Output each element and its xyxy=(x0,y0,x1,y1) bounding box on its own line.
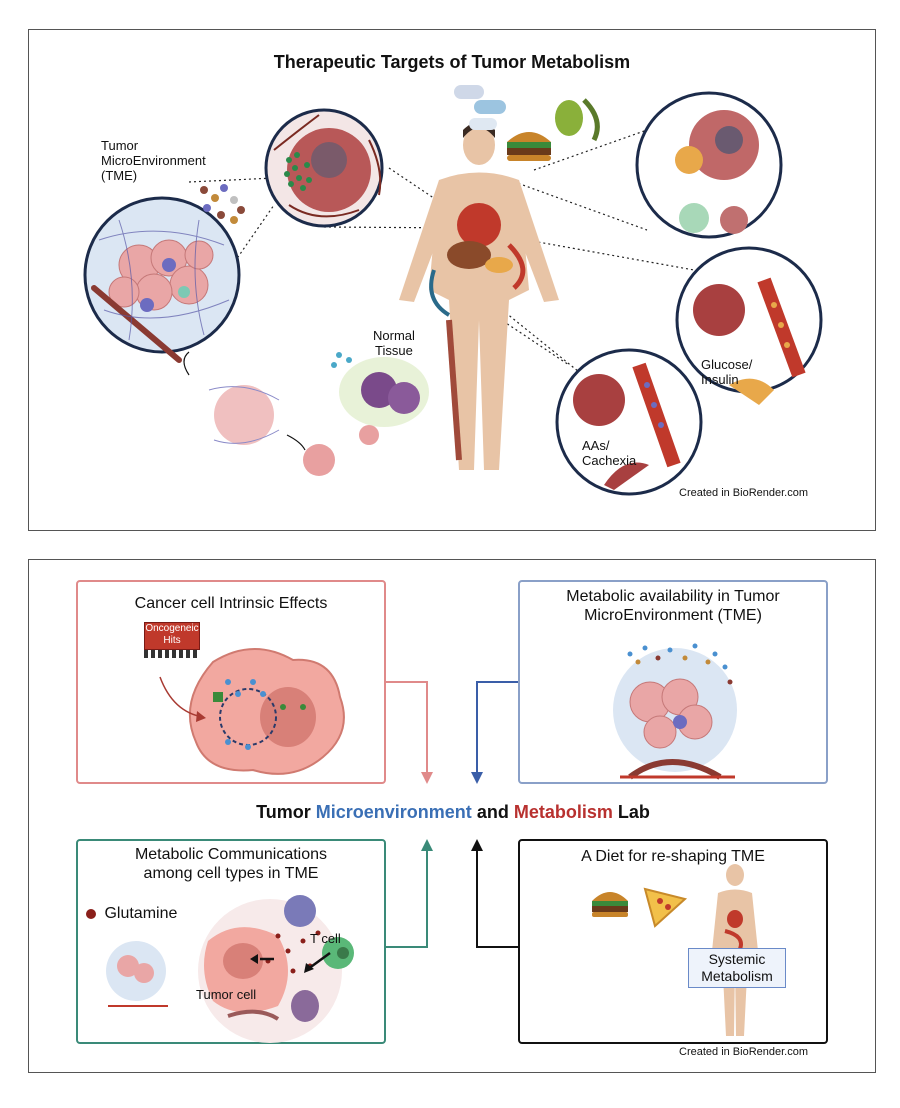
diet-illustration xyxy=(592,864,758,1036)
box-intrinsic-title: Cancer cell Intrinsic Effects xyxy=(134,595,328,612)
tcell-label: T cell xyxy=(310,931,341,946)
top-credit: Created in BioRender.com xyxy=(679,487,809,499)
top-panel-title: Therapeutic Targets of Tumor Metabolism xyxy=(273,52,631,72)
pills-icon xyxy=(454,85,506,130)
top-panel: Therapeutic Targets of Tumor Metabolism xyxy=(28,29,876,531)
oncogenic-hits-badge: Oncogeneic Hits xyxy=(144,622,200,650)
olive-icon xyxy=(555,98,600,142)
bottom-credit: Created in BioRender.com xyxy=(679,1046,809,1058)
top-illustration xyxy=(83,85,823,496)
human-figure xyxy=(399,122,559,470)
tumor-circle xyxy=(264,108,384,228)
bottom-panel: Cancer cell Intrinsic Effects Oncogeneic… xyxy=(28,559,876,1073)
glucose-label: Glucose/ Insulin xyxy=(701,357,753,387)
right-circle-2 xyxy=(675,246,823,405)
glutamine-dot xyxy=(86,908,96,919)
box-metabolic-communications: Metabolic Communications among cell type… xyxy=(76,839,386,1044)
box-diet-title: A Diet for re-shaping TME xyxy=(581,848,765,865)
bottom-connectors xyxy=(386,681,518,948)
normal-tissue xyxy=(331,352,429,427)
tme-label: Tumor MicroEnvironment (TME) xyxy=(101,138,206,183)
lab-title: Tumor Microenvironment and Metabolism La… xyxy=(256,802,650,822)
box-comm-title: Metabolic Communications among cell type… xyxy=(134,846,328,882)
box-tme-title: Metabolic availability in Tumor MicroEnv… xyxy=(566,588,780,624)
dna-bar xyxy=(144,650,198,658)
box-intrinsic-effects: Cancer cell Intrinsic Effects Oncogeneic… xyxy=(76,580,386,784)
aas-label: AAs/ Cachexia xyxy=(582,438,637,468)
systemic-metabolism-badge: Systemic Metabolism xyxy=(688,948,786,988)
box-metabolic-availability: Metabolic availability in Tumor MicroEnv… xyxy=(518,580,828,784)
cancer-cell-illustration xyxy=(159,648,345,775)
tme-circle xyxy=(83,196,241,363)
tme-illustration xyxy=(613,643,737,780)
glutamine-legend: Glutamine xyxy=(86,905,177,923)
communications-illustration xyxy=(106,895,354,1043)
right-circle-1 xyxy=(635,91,783,239)
normal-tissue-label: Normal Tissue xyxy=(373,328,415,358)
right-circle-3 xyxy=(555,348,703,496)
metastasis-cells xyxy=(183,351,379,476)
pizza-icon xyxy=(643,887,688,928)
box-diet: A Diet for re-shaping TME Systemic Metab… xyxy=(518,839,828,1044)
burger-icon xyxy=(507,132,551,161)
tme-nutrients xyxy=(200,184,245,224)
tumor-cell-label: Tumor cell xyxy=(196,987,257,1002)
burger-icon xyxy=(592,892,628,917)
